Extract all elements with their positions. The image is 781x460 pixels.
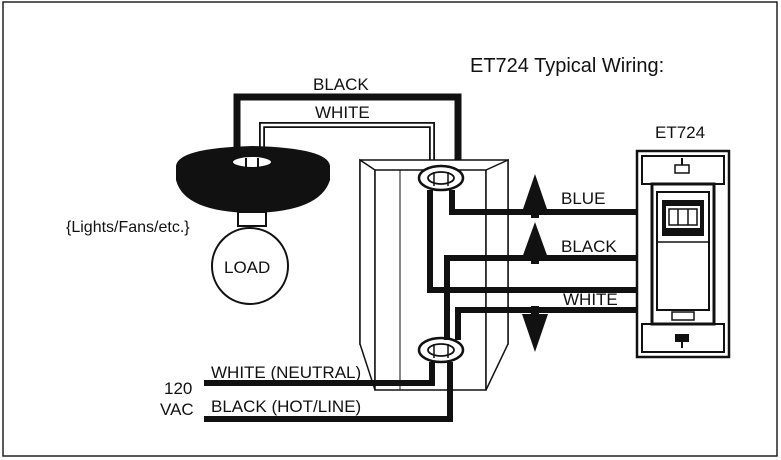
label-top-black: BLACK [313,75,369,94]
et724-device [635,149,731,359]
label-device-black: BLACK [561,237,617,256]
wire-nut-bottom [417,336,465,364]
arrow-white-down [522,306,548,352]
label-voltage-line2: VAC [160,400,194,419]
wire-device-blue [449,190,645,215]
load-label: LOAD [224,258,270,277]
label-device-blue: BLUE [561,189,605,208]
device-label: ET724 [655,123,705,142]
wire-supply-hot [204,362,453,422]
arrow-blue-up [522,174,548,218]
label-supply-neutral: WHITE (NEUTRAL) [211,363,361,382]
wire-supply-neutral [204,362,435,386]
arrow-black-up [522,222,548,264]
load-bulb [211,227,289,305]
load-caption: {Lights/Fans/etc.} [66,219,190,236]
top-screw-icon [674,158,690,174]
label-supply-hot: BLACK (HOT/LINE) [211,397,361,416]
ceiling-fixture [176,146,330,227]
label-top-white: WHITE [315,103,370,122]
wire-device-black [444,255,645,340]
diagram-title: ET724 Typical Wiring: [470,55,664,77]
label-voltage-line1: 120 [164,379,192,398]
wire-nut-top [417,164,465,192]
wire-top-black [233,93,462,183]
wire-device-white [427,190,645,340]
label-device-white: WHITE [563,290,618,309]
bottom-screw-icon [675,334,689,348]
